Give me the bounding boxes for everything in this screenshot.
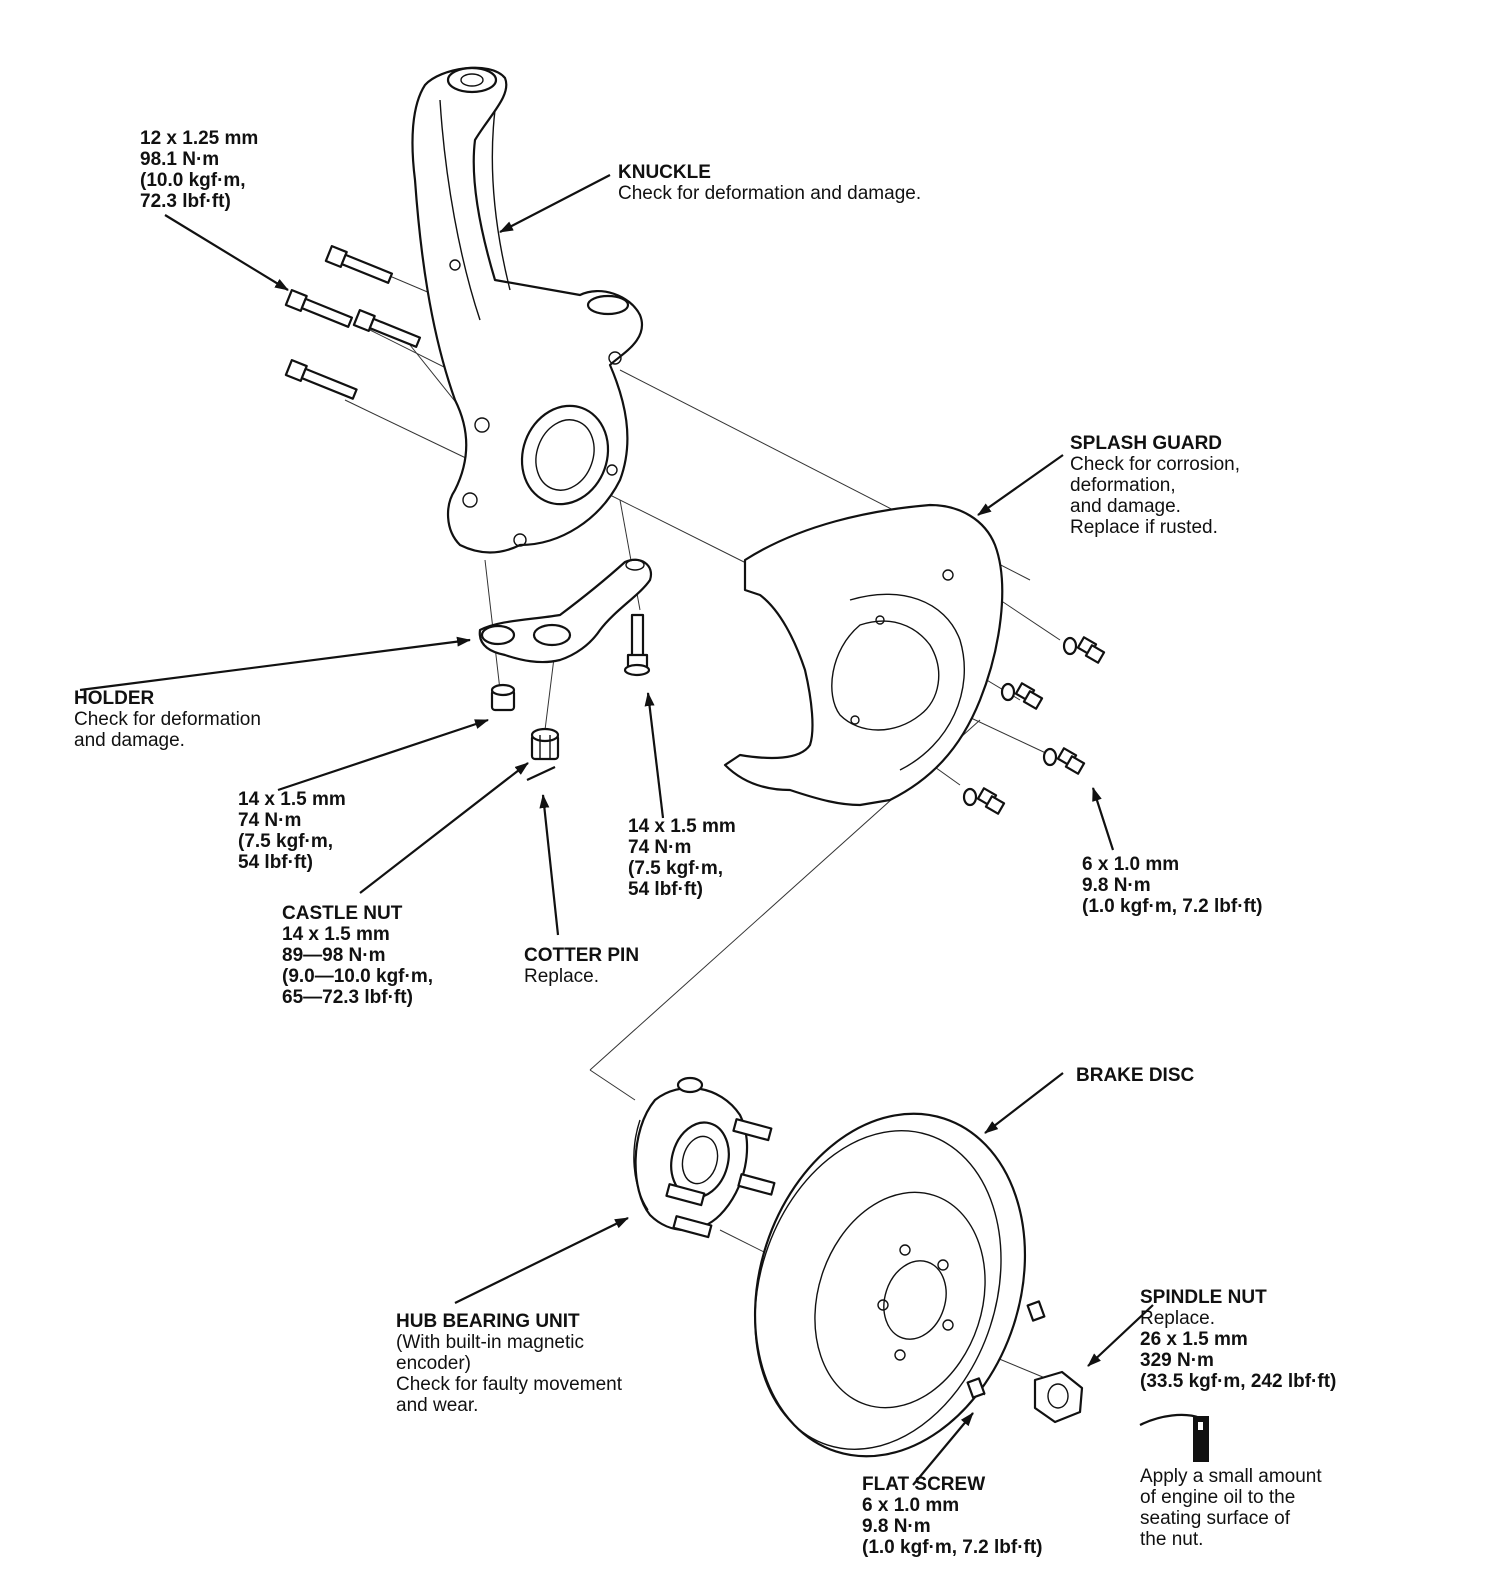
knuckle-bolt-line-1: 12 x 1.25 mm xyxy=(140,128,259,149)
holder-bolt-line-3: (7.5 kgf·m, xyxy=(628,858,724,879)
holder-nut xyxy=(490,683,516,712)
splash-guard-line-2: deformation, xyxy=(1070,475,1176,496)
cotter-pin-title: COTTER PIN xyxy=(524,945,640,966)
castle-nut-line-3: (9.0—10.0 kgf·m, xyxy=(282,966,433,987)
knuckle-title: KNUCKLE xyxy=(618,162,711,183)
holder-nut-line-2: 74 N·m xyxy=(238,810,302,831)
castle-nut-line-4: 65—72.3 lbf·ft) xyxy=(282,987,413,1008)
holder-bolt-torque-label: 14 x 1.5 mm 74 N·m (7.5 kgf·m, 54 lbf·ft… xyxy=(628,816,736,900)
cotter-pin-note: Replace. xyxy=(524,966,599,987)
hub-bearing-part xyxy=(633,1076,776,1239)
splash-guard-line-3: and damage. xyxy=(1070,496,1181,517)
flat-screws xyxy=(966,1300,1046,1399)
spindle-nut-label: SPINDLE NUT Replace. 26 x 1.5 mm 329 N·m… xyxy=(1140,1287,1336,1392)
splash-guard-bolts xyxy=(962,636,1106,815)
flat-screw-line-3: (1.0 kgf·m, 7.2 lbf·ft) xyxy=(862,1537,1043,1558)
splash-guard-title: SPLASH GUARD xyxy=(1070,433,1223,454)
spindle-nut-part xyxy=(1033,1370,1084,1424)
flat-screw-line-2: 9.8 N·m xyxy=(862,1516,931,1537)
hub-bearing-title: HUB BEARING UNIT xyxy=(396,1311,580,1332)
holder-nut-torque-label: 14 x 1.5 mm 74 N·m (7.5 kgf·m, 54 lbf·ft… xyxy=(238,789,346,873)
splash-guard-part xyxy=(723,503,1004,807)
knuckle-label: KNUCKLE Check for deformation and damage… xyxy=(618,162,921,204)
holder-bolt xyxy=(623,613,651,677)
oil-note-line-1: Apply a small amount xyxy=(1140,1466,1322,1487)
oil-note-line-2: of engine oil to the xyxy=(1140,1487,1296,1508)
knuckle-bolt-torque-label: 12 x 1.25 mm 98.1 N·m (10.0 kgf·m, 72.3 … xyxy=(140,128,258,212)
castle-nut-line-1: 14 x 1.5 mm xyxy=(282,924,390,945)
knuckle-bolt-line-4: 72.3 lbf·ft) xyxy=(140,191,231,212)
brake-disc-title: BRAKE DISC xyxy=(1076,1065,1195,1086)
oil-note-line-3: seating surface of xyxy=(1140,1508,1290,1529)
knuckle-note: Check for deformation and damage. xyxy=(618,183,922,204)
spindle-nut-line-2: 329 N·m xyxy=(1140,1350,1214,1371)
castle-nut-label: CASTLE NUT 14 x 1.5 mm 89—98 N·m (9.0—10… xyxy=(282,903,433,1008)
spindle-nut-line-1: 26 x 1.5 mm xyxy=(1140,1329,1248,1350)
cotter-pin xyxy=(526,766,556,781)
castle-nut-title: CASTLE NUT xyxy=(282,903,403,924)
splash-bolt-torque-label: 6 x 1.0 mm 9.8 N·m (1.0 kgf·m, 7.2 lbf·f… xyxy=(1082,854,1263,917)
hub-bearing-line-4: and wear. xyxy=(396,1395,479,1416)
castle-nut xyxy=(530,727,560,761)
spindle-nut-title: SPINDLE NUT xyxy=(1140,1287,1267,1308)
holder-bolt-line-1: 14 x 1.5 mm xyxy=(628,816,736,837)
oil-can-icon xyxy=(1139,1413,1209,1462)
oil-note-line-4: the nut. xyxy=(1140,1529,1204,1550)
knuckle-bolt-line-3: (10.0 kgf·m, xyxy=(140,170,246,191)
holder-label: HOLDER Check for deformation and damage. xyxy=(74,688,261,751)
brake-disc-part xyxy=(753,1112,1027,1458)
brake-disc-label: BRAKE DISC xyxy=(1076,1065,1194,1086)
castle-nut-line-2: 89—98 N·m xyxy=(282,945,386,966)
knuckle-bolt-line-2: 98.1 N·m xyxy=(140,149,220,170)
holder-nut-line-4: 54 lbf·ft) xyxy=(238,852,313,873)
holder-title: HOLDER xyxy=(74,688,155,709)
holder-nut-line-1: 14 x 1.5 mm xyxy=(238,789,346,810)
oil-note-label: Apply a small amount of engine oil to th… xyxy=(1140,1466,1322,1550)
spindle-nut-line-3: (33.5 kgf·m, 242 lbf·ft) xyxy=(1140,1371,1337,1392)
splash-bolt-line-2: 9.8 N·m xyxy=(1082,875,1151,896)
knuckle-part xyxy=(411,66,644,554)
splash-guard-line-4: Replace if rusted. xyxy=(1070,517,1218,538)
splash-bolt-line-3: (1.0 kgf·m, 7.2 lbf·ft) xyxy=(1082,896,1263,917)
hub-bearing-line-1: (With built-in magnetic xyxy=(396,1332,584,1353)
flat-screw-title: FLAT SCREW xyxy=(862,1474,986,1495)
holder-part xyxy=(478,558,653,664)
splash-bolt-line-1: 6 x 1.0 mm xyxy=(1082,854,1180,875)
spindle-nut-note: Replace. xyxy=(1140,1308,1215,1329)
hub-bearing-line-2: encoder) xyxy=(396,1353,471,1374)
leader-arrows xyxy=(79,174,1154,1486)
holder-nut-line-3: (7.5 kgf·m, xyxy=(238,831,334,852)
hub-bearing-line-3: Check for faulty movement xyxy=(396,1374,622,1395)
splash-guard-line-1: Check for corrosion, xyxy=(1070,454,1241,475)
holder-bolt-line-2: 74 N·m xyxy=(628,837,692,858)
holder-line-2: and damage. xyxy=(74,730,185,751)
flat-screw-label: FLAT SCREW 6 x 1.0 mm 9.8 N·m (1.0 kgf·m… xyxy=(862,1474,1043,1558)
knuckle-bolts xyxy=(284,244,422,400)
flat-screw-line-1: 6 x 1.0 mm xyxy=(862,1495,960,1516)
cotter-pin-label: COTTER PIN Replace. xyxy=(524,945,639,987)
hub-bearing-label: HUB BEARING UNIT (With built-in magnetic… xyxy=(396,1311,622,1416)
splash-guard-label: SPLASH GUARD Check for corrosion, deform… xyxy=(1070,433,1240,538)
holder-line-1: Check for deformation xyxy=(74,709,261,730)
holder-bolt-line-4: 54 lbf·ft) xyxy=(628,879,703,900)
